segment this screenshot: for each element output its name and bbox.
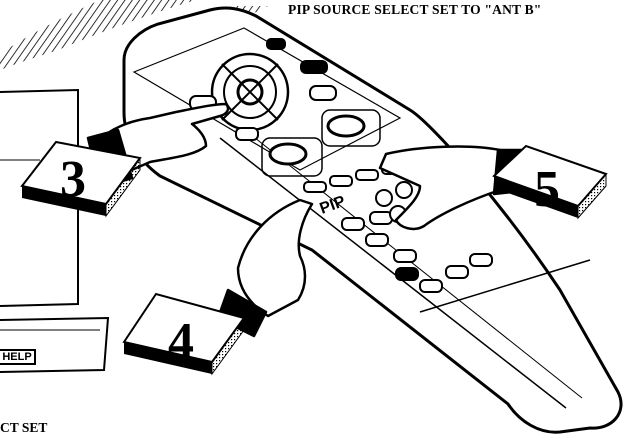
step-number: 4 xyxy=(168,313,194,370)
help-button[interactable]: HELP xyxy=(0,349,36,365)
remote-button[interactable] xyxy=(300,60,328,74)
caption-bottom: CT SET xyxy=(0,420,47,436)
remote-button[interactable] xyxy=(270,144,306,164)
remote-button[interactable] xyxy=(266,38,286,50)
remote-button[interactable] xyxy=(328,116,364,136)
caption-top: PIP SOURCE SELECT SET TO "ANT B" xyxy=(288,2,542,18)
tv-screen xyxy=(0,90,108,372)
remote-button[interactable] xyxy=(310,86,336,100)
step-number: 3 xyxy=(60,151,86,208)
remote-button[interactable] xyxy=(236,128,258,140)
dpad[interactable] xyxy=(212,54,288,130)
step-number: 5 xyxy=(534,161,560,218)
